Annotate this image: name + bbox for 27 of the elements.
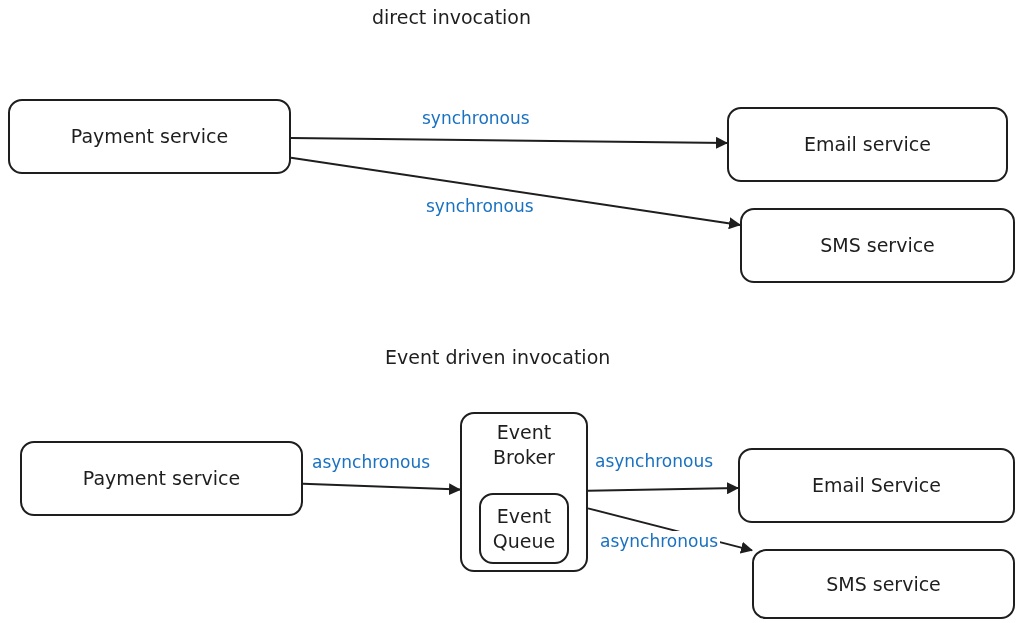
arrow <box>302 482 461 496</box>
container-box <box>460 412 588 572</box>
process-box <box>727 107 1008 182</box>
section-heading: Event driven invocation <box>385 346 611 368</box>
edge-label: synchronous <box>420 108 532 128</box>
node-label: Email Service <box>812 473 941 498</box>
arrow <box>290 136 728 149</box>
process-box <box>740 208 1015 283</box>
edge-label: asynchronous <box>310 452 433 472</box>
node-label: Event Broker <box>492 420 556 470</box>
node-label: Event Queue <box>491 503 557 554</box>
node-label: Payment service <box>82 466 241 491</box>
edge-label: synchronous <box>424 196 536 216</box>
node-label: Payment service <box>70 124 229 149</box>
process-box <box>738 448 1015 523</box>
node-label: SMS service <box>826 571 941 597</box>
edge-label: asynchronous <box>598 531 721 551</box>
node-label: Email service <box>804 132 931 157</box>
arrow <box>290 156 741 230</box>
node-label: SMS service <box>820 233 935 258</box>
process-box <box>752 549 1015 619</box>
arrow <box>587 482 739 495</box>
process-box <box>479 493 569 564</box>
process-box <box>20 441 303 516</box>
process-box <box>8 99 291 174</box>
edge-label: asynchronous <box>593 451 716 471</box>
section-heading: direct invocation <box>372 6 532 28</box>
